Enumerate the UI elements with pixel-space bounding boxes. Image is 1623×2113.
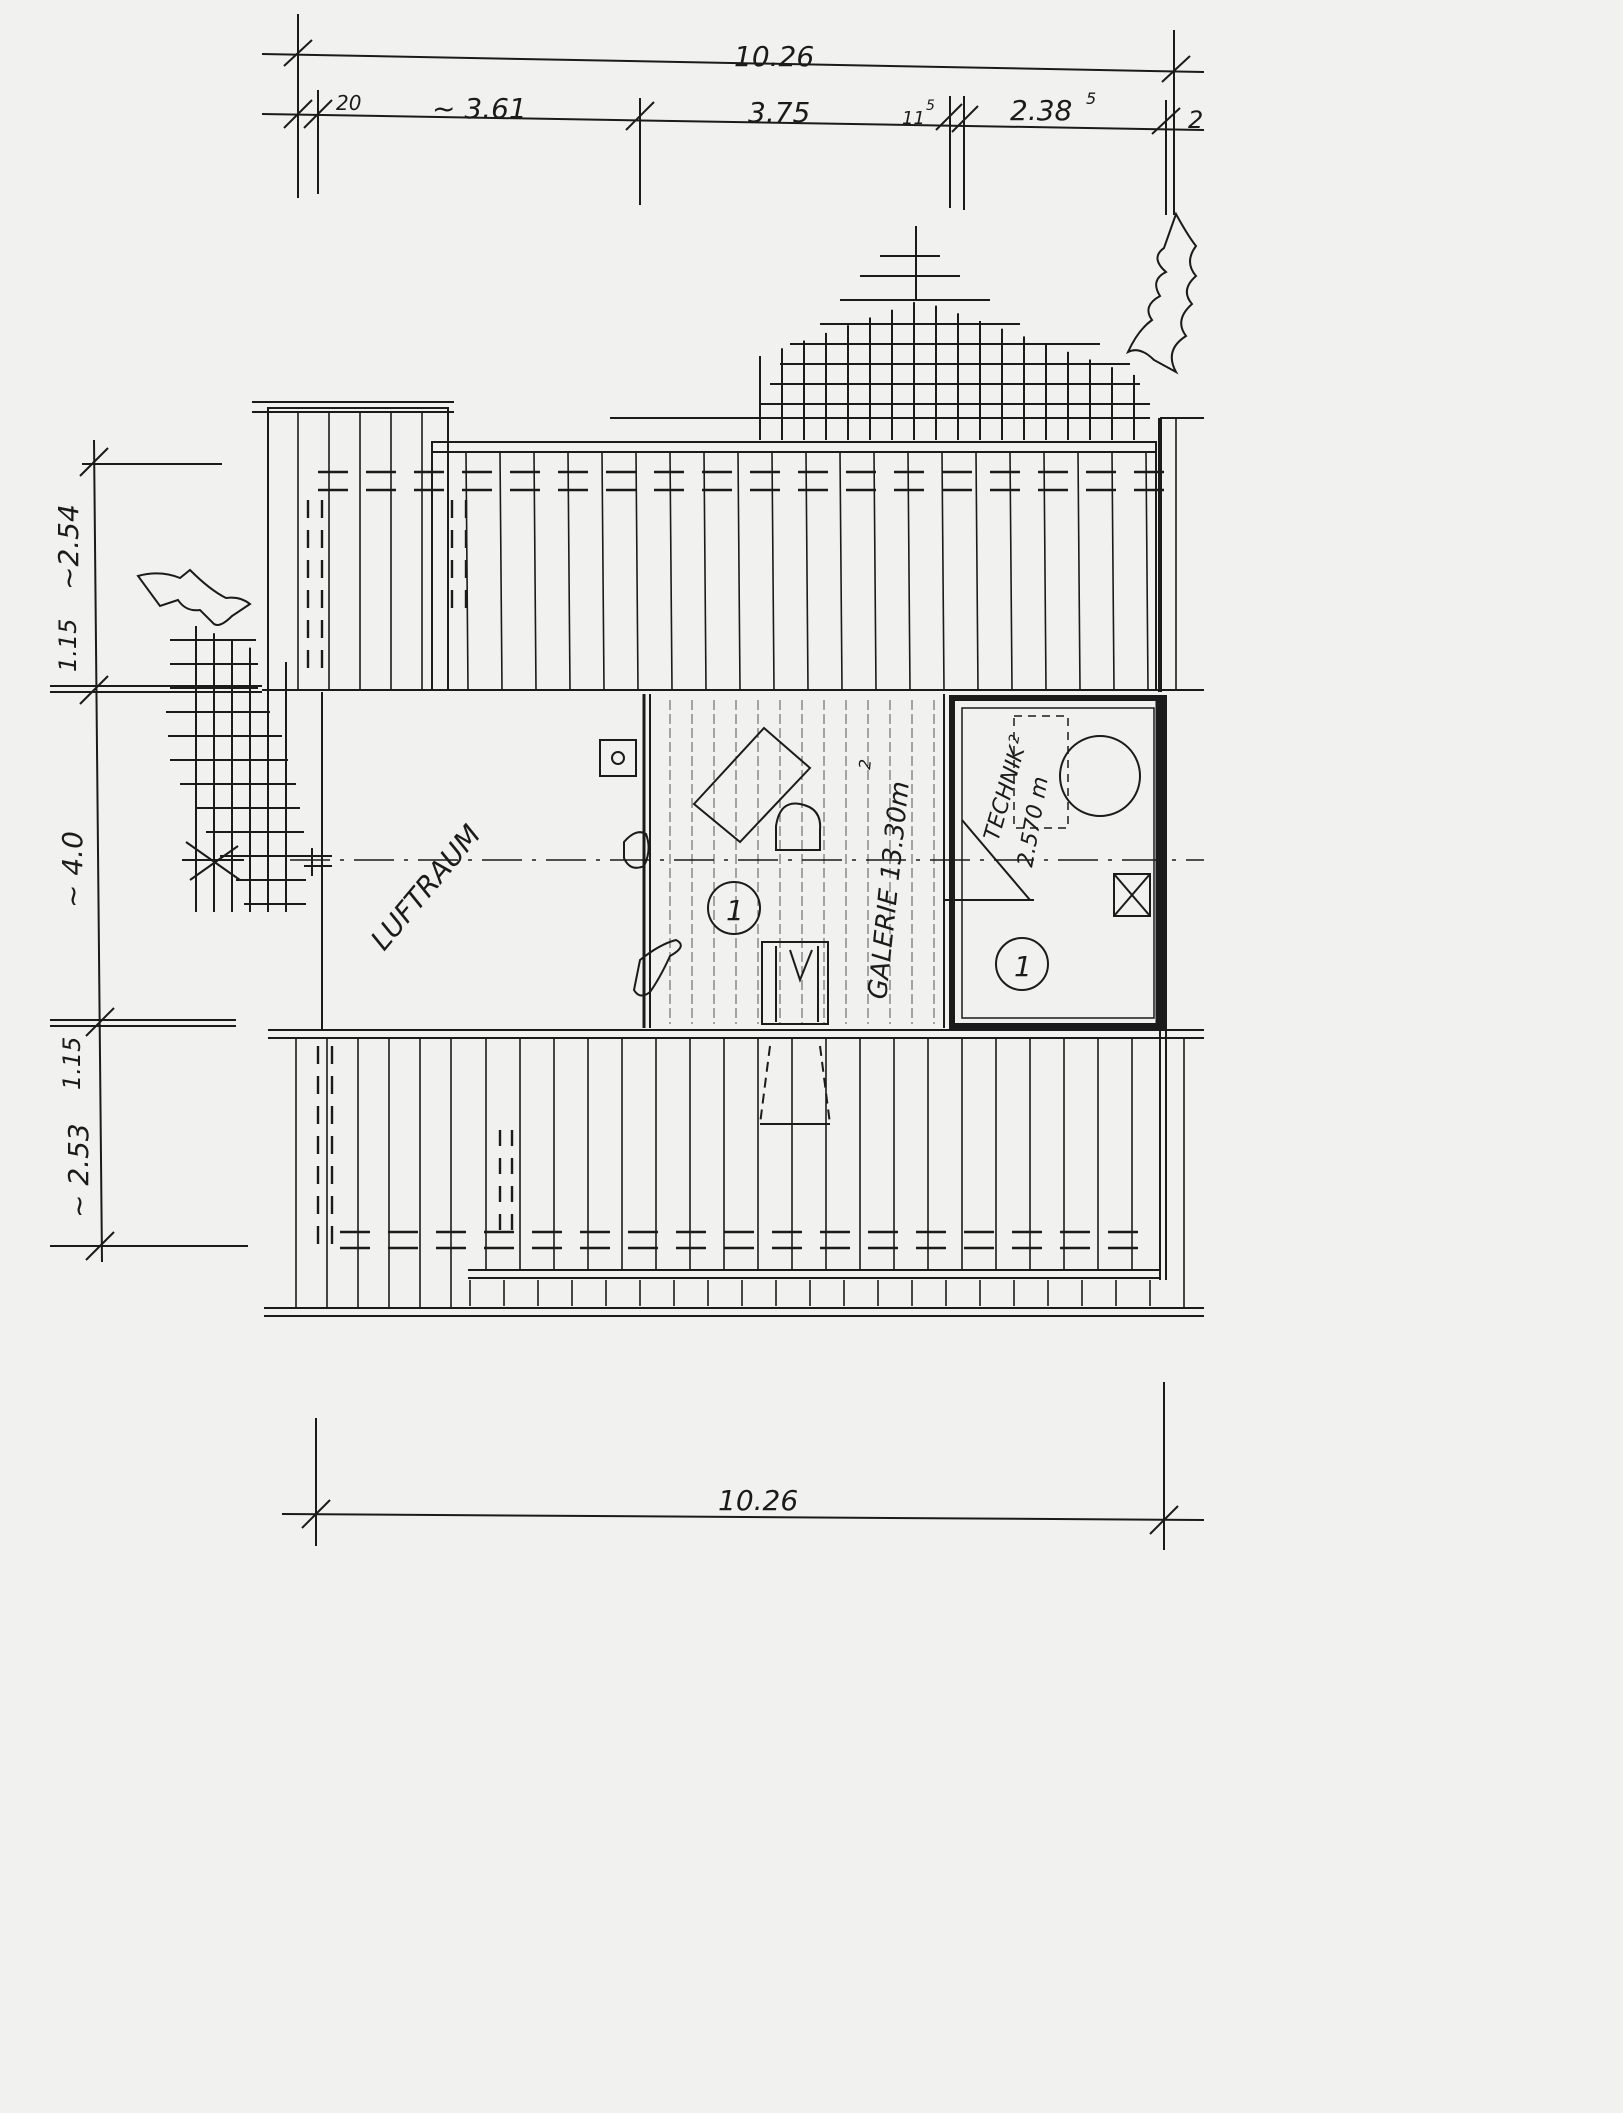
dim-top-seg-5: 2.38 [1010,94,1072,127]
section-marker-galerie [707,881,761,935]
section-marker-galerie-label: 1 [726,894,744,927]
stair-symbol [759,941,831,1125]
vent-box [599,739,637,777]
dim-top-seg-5-sup: 5 [1086,89,1096,108]
rafter-line [567,451,571,691]
dim-top-seg-1: 20 [336,91,361,115]
dim-top-seg-6: 2 [1188,106,1203,134]
dim-left-1: ~2.54 [52,504,85,590]
rafter-line [669,451,673,691]
rafter-line [1077,451,1081,691]
rafter-line [771,451,775,691]
left-tree-grid [166,626,306,912]
dim-top-seg-2: ~ 3.61 [432,92,527,125]
dim-top-seg-4: 11 [902,108,925,129]
dim-top-total: 10.26 [734,40,814,73]
floor-plan-drawing: 10.26 20 ~ 3.61 3.75 11 5 2.38 5 2 ~2.54… [50,14,1204,1550]
rafter-line [737,451,741,691]
rafter-line [1043,451,1047,691]
rafter-line [975,451,979,691]
dim-left-4: 1.15 [58,1037,86,1090]
middle-floor-walls [321,692,945,1030]
rafter-line [873,451,877,691]
top-tree-grid [610,226,1150,440]
rafter-line [533,451,537,691]
rafter-line [1145,451,1149,691]
rafter-line [805,451,809,691]
rafter-line [635,451,639,691]
wall-cross-mark [304,848,332,876]
top-dimension-lines [261,14,1204,215]
technik-room [944,695,1167,1029]
galerie-floor-hatch [669,700,935,1024]
floor-plan-sheet: 10.26 20 ~ 3.61 3.75 11 5 2.38 5 2 ~2.54… [50,14,1204,1550]
rafter-line [499,451,503,691]
plant-sketches [136,211,1198,997]
dim-bottom-total: 10.26 [718,1484,798,1517]
rafter-line [1111,451,1115,691]
room-label-technik-area-sup: 2 [1006,733,1023,745]
dim-left-5: ~ 2.53 [62,1123,95,1218]
rafter-line [703,451,707,691]
dim-top-seg-4-sup: 5 [926,98,935,114]
desk-shape [692,726,822,851]
rafter-line [1009,451,1013,691]
rafter-line [941,451,945,691]
upper-rafter-lines [297,412,1177,691]
room-label-luftraum: LUFTRAUM [364,818,487,956]
section-marker-technik-label: 1 [1014,950,1032,983]
upper-hidden-edge-dashes [306,470,1164,668]
lower-hidden-edge-dashes [316,1046,1138,1250]
bottom-dimension-lines [281,1382,1204,1550]
roof-upper [252,401,1204,692]
dim-left-3: ~ 4.0 [56,831,89,908]
rafter-line [601,451,605,691]
section-marker-technik [995,937,1049,991]
rafter-line [839,451,843,691]
roof-lower [264,1029,1204,1317]
left-dimension-lines [50,439,262,1263]
lower-rafter-lines [295,1038,1185,1308]
room-label-galerie: GALERIE 13.30m [863,780,916,1001]
dim-left-2: 1.15 [54,619,82,672]
dim-top-seg-3: 3.75 [748,96,810,129]
room-label-galerie-sup: 2 [855,758,875,770]
rafter-line [907,451,911,691]
